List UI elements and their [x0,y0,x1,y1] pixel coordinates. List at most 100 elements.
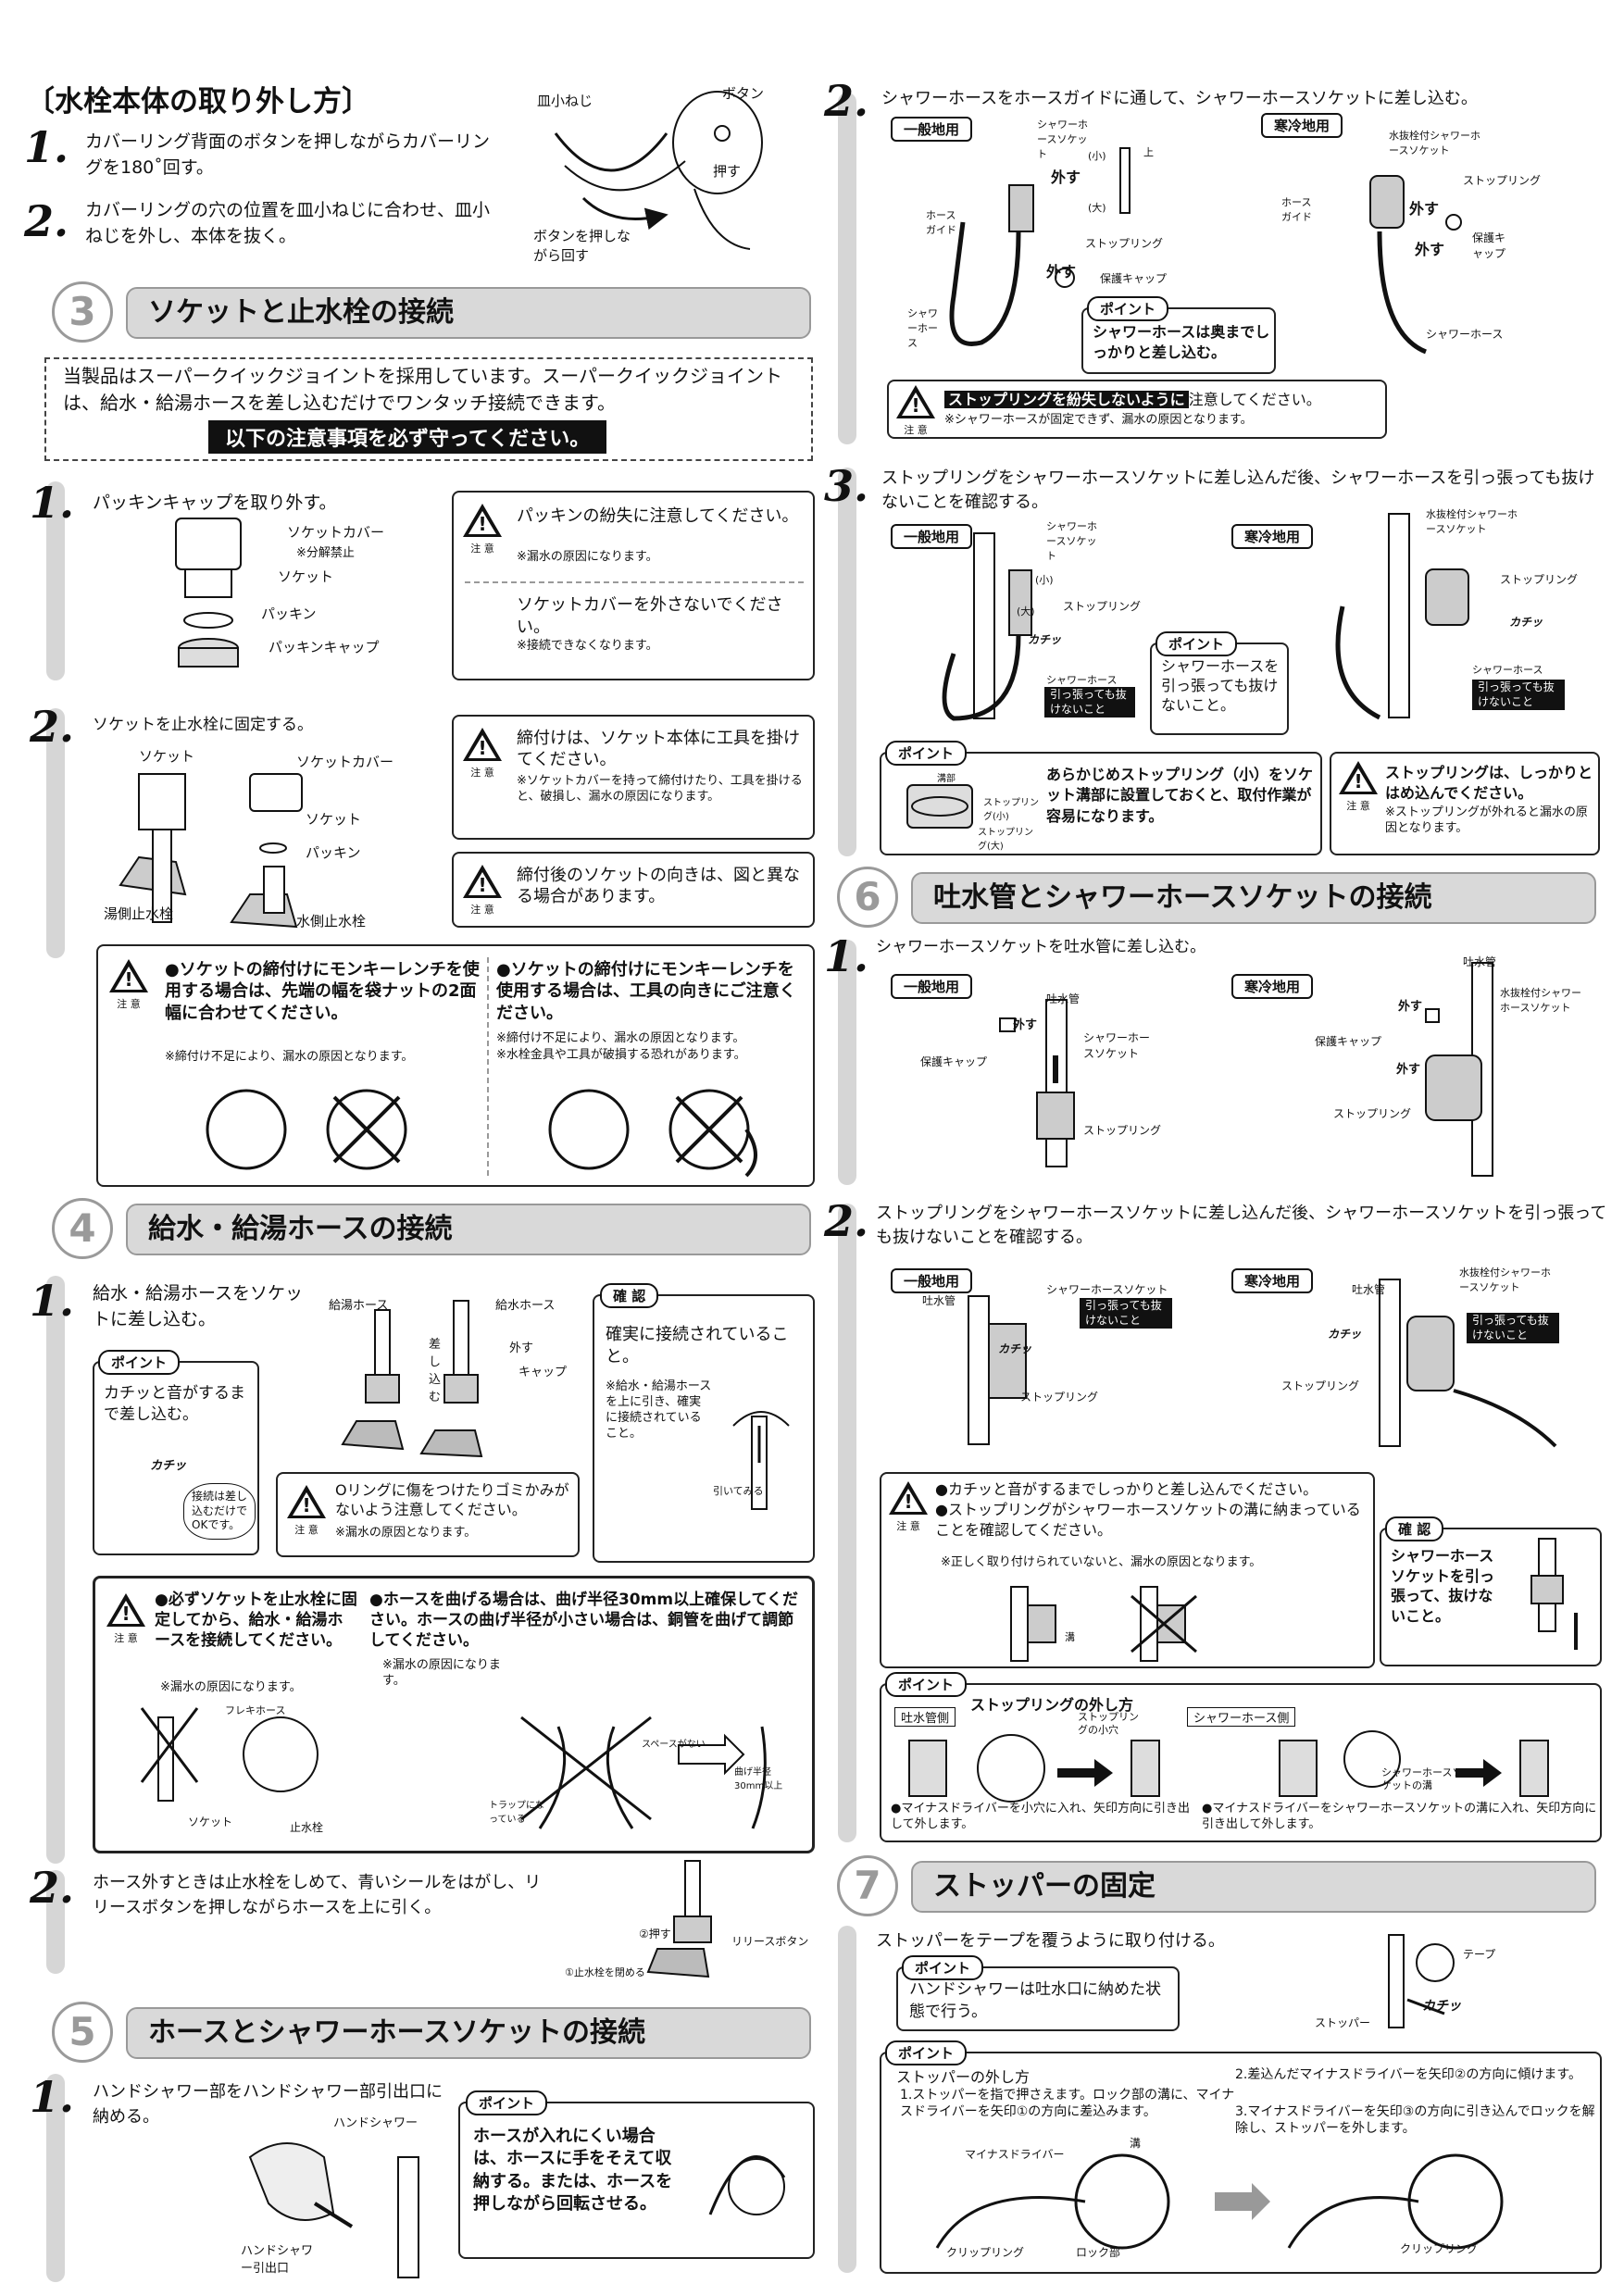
hose-groove: シャワーホースソケットの溝 [1381,1766,1463,1792]
r6-confirm-text: シャワーホースソケットを引っ張って、抜けないこと。 [1391,1547,1495,1625]
l-spout-6d: 吐水管 [1352,1283,1386,1296]
l-groove: 溝部 [937,774,956,784]
caution-wrench-box: !注 意 ●ソケットの締付けにモンキーレンチを使用する場合は、先端の幅を袋ナット… [96,944,815,1187]
l-guide: ホースガイド [926,209,956,236]
caution-cover-text: ソケットカバーを外さないでください。 [517,595,783,638]
caution-icon: !注 意 [896,385,935,437]
l-insert: 差し込む [429,1338,442,1404]
caution-divider [465,581,804,583]
l-remove-2: 外す [1046,263,1077,281]
l-drain: 水抜栓付シャワーホースソケット [1389,130,1480,156]
point-tag: ポイント [1156,631,1238,656]
l-groove-6: 溝 [1065,1631,1075,1643]
s5-step1-text: ハンドシャワー部をハンドシャワー部引出口に納める。 [93,2082,443,2127]
l-click-7: カチッ [1422,1999,1461,2014]
pull-confirm-illustration [1530,1538,1578,1650]
removal-step2-num: 2. [24,196,69,246]
r6-step1-text: シャワーホースソケットを吐水管に差し込む。 [876,938,1206,956]
s4-step1-num: 1. [30,1276,75,1326]
l-guide-c: ホースガイド [1281,196,1312,223]
spout-ring-general: 吐水管 シャワーホースソケット カチッ ストップリング [917,1278,1194,1445]
l-shower-3c: シャワーホース [1472,664,1543,676]
l-space: スペースがない [642,1740,706,1750]
confirm-tag: 確 認 [600,1283,659,1308]
l-hot: 湯側止水栓 [104,905,174,922]
section-5-step1-bar [46,2074,65,2282]
caution-direction-text: 締付後のソケットの向きは、図と異なる場合があります。 [517,866,800,907]
ring-lost-rest: 注意してください。 [1188,391,1321,408]
l-cap-6: 保護キャップ [920,1055,988,1068]
caution-tighten-text: 締付けは、ソケット本体に工具を掛けてください。 [517,729,800,770]
confirm-box: 確 認 確実に接続されていること。 ※給水・給湯ホースを上に引き、確実に接続され… [593,1283,815,1563]
notice-banner: 以下の注意事項を必ず守ってください。 [208,420,607,454]
s3-step2-text: ソケットを止水栓に固定する。 [93,716,313,734]
l-hand: ハンドシャワー [333,2116,418,2130]
r6-step2-num: 2. [824,1196,869,1246]
l-up: 上 [1143,146,1154,158]
hose-caution-a-note: ※漏水の原因になります。 [160,1680,302,1694]
remove-2: 2.差込んだマイナスドライバーを矢印②の方向に傾けます。 [1235,2067,1581,2082]
r6-caution-a: ●カチッと音がするまでしっかりと差し込んでください。 [935,1480,1318,1498]
pull-tag-6a: 引っ張っても抜けないこと [1080,1298,1172,1329]
groove-check-illustration [1010,1586,1197,1662]
section-4-number: 4 [52,1198,113,1259]
l-packing: パッキン [306,844,361,861]
release-button-illustration: ②押す リリースボタン ①止水栓を閉める [556,1852,815,1981]
caution-icon: !注 意 [1339,761,1378,813]
ring-removal-illustration [908,1730,1549,1803]
remove-title-7: ストッパーの外し方 [896,2068,1031,2086]
side-hose: シャワーホース側 [1187,1707,1296,1727]
l-small-ring: ストップリング(小) [983,798,1039,822]
point-tag: ポイント [98,1350,181,1375]
s5-point-text: ホースが入れにくい場合は、ホースに手をそえて収納する。または、ホースを押しながら… [473,2127,673,2214]
caution-icon: !注 意 [463,865,502,917]
r-s5-step2-num: 2. [824,76,869,126]
oring-text: Oリングに傷をつけたりゴミかみがないよう注意してください。 [335,1481,569,1518]
wrench-divider [487,957,489,1176]
s5-point-box: ポイント ホースが入れにくい場合は、ホースに手をそえて収納する。または、ホースを… [458,2090,815,2259]
shower-hose-cold-illustration: 水抜栓付シャワーホースソケット ストップリング 外す ホースガイド 外す 保護キ… [1259,120,1574,361]
ring-lost-caution: !注 意 ストップリングを紛失しないように注意してください。 ※シャワーホースが… [887,380,1387,439]
caution-icon: !注 意 [889,1481,928,1533]
l-shower-c: シャワーホース [1426,328,1504,341]
r-point-box: ポイント シャワーホースは奥までしっかりと差し込む。 [1081,296,1276,374]
l-remove-c2: 外す [1415,241,1445,258]
l-outlet: ハンドシャワー引出口 [241,2244,314,2276]
l-cap: 保護キャップ [1100,272,1168,285]
caution-wrench-b-note1: ※締付け不足により、漏水の原因となります。 [496,1031,745,1045]
l-ring-c: ストップリング [1463,174,1542,187]
l-groove-7: 溝 [1130,2137,1142,2150]
l-release: リリースボタン [731,1935,809,1948]
ring-lost-line: ストップリングを紛失しないように注意してください。 [944,387,1321,409]
spout-connect-general: 吐水管 外す 保護キャップ シャワーホースソケット ストップリング [907,981,1204,1167]
section-4-header: 4 給水・給湯ホースの接続 [52,1198,811,1259]
caution-wrench-a: ●ソケットの締付けにモンキーレンチを使用する場合は、先端の幅を袋ナットの2面幅に… [165,960,480,1023]
section-3-step1-bar [46,481,65,680]
r-s5-step3-num: 3. [824,461,869,511]
l-hot-hose: 給湯ホース [329,1299,389,1313]
button-label: ボタン [722,85,765,102]
r-step3-bar [838,468,856,856]
s3-step1-text: パッキンキャップを取り外す。 [93,493,337,513]
hose-connection-illustration: 給湯ホース 給水ホース 差し込む 外す キャップ [329,1282,569,1458]
removal-step1-num: 1. [24,122,69,172]
point-tag: ポイント [885,741,968,766]
faucet-removal-illustration: 皿小ねじ ボタン 押す ボタンを押しながら回す [528,78,806,264]
socket-valve-illustration: ソケット ソケットカバー ソケット パッキン 湯側止水栓 水側止水栓 [102,746,417,931]
section-5-header: 5 ホースとシャワーホースソケットの接続 [52,2002,811,2063]
l-clip2: クリップリング [1400,2242,1479,2255]
caution-icon: !注 意 [106,1593,145,1645]
r3-point-box: ポイント シャワーホースを引っ張っても抜けないこと。 [1150,631,1289,735]
r3-caution-note: ※ストップリングが外れると漏水の原因となります。 [1385,805,1588,835]
oring-caution-box: !注 意 Oリングに傷をつけたりゴミかみがないよう注意してください。 ※漏水の原… [276,1472,580,1557]
section-4-title: 給水・給湯ホースの接続 [126,1204,811,1255]
r-point-text: シャワーホースは奥までしっかりと差し込む。 [1093,323,1270,361]
oring-note: ※漏水の原因となります。 [335,1526,477,1540]
hand-shower-illustration: ハンドシャワー ハンドシャワー引出口 [231,2102,454,2278]
l-remove-c1: 外す [1409,200,1440,218]
s4-step2-num: 2. [30,1863,75,1913]
section-3-step2-bar [46,708,65,958]
spout-connect-cold: 吐水管 外す 水抜栓付シャワーホースソケット 保護キャップ 外す ストップリング [1296,954,1602,1177]
pull-tag-3b: 引っ張っても抜けないこと [1472,680,1565,711]
l-ring-3c: ストップリング [1500,573,1579,586]
